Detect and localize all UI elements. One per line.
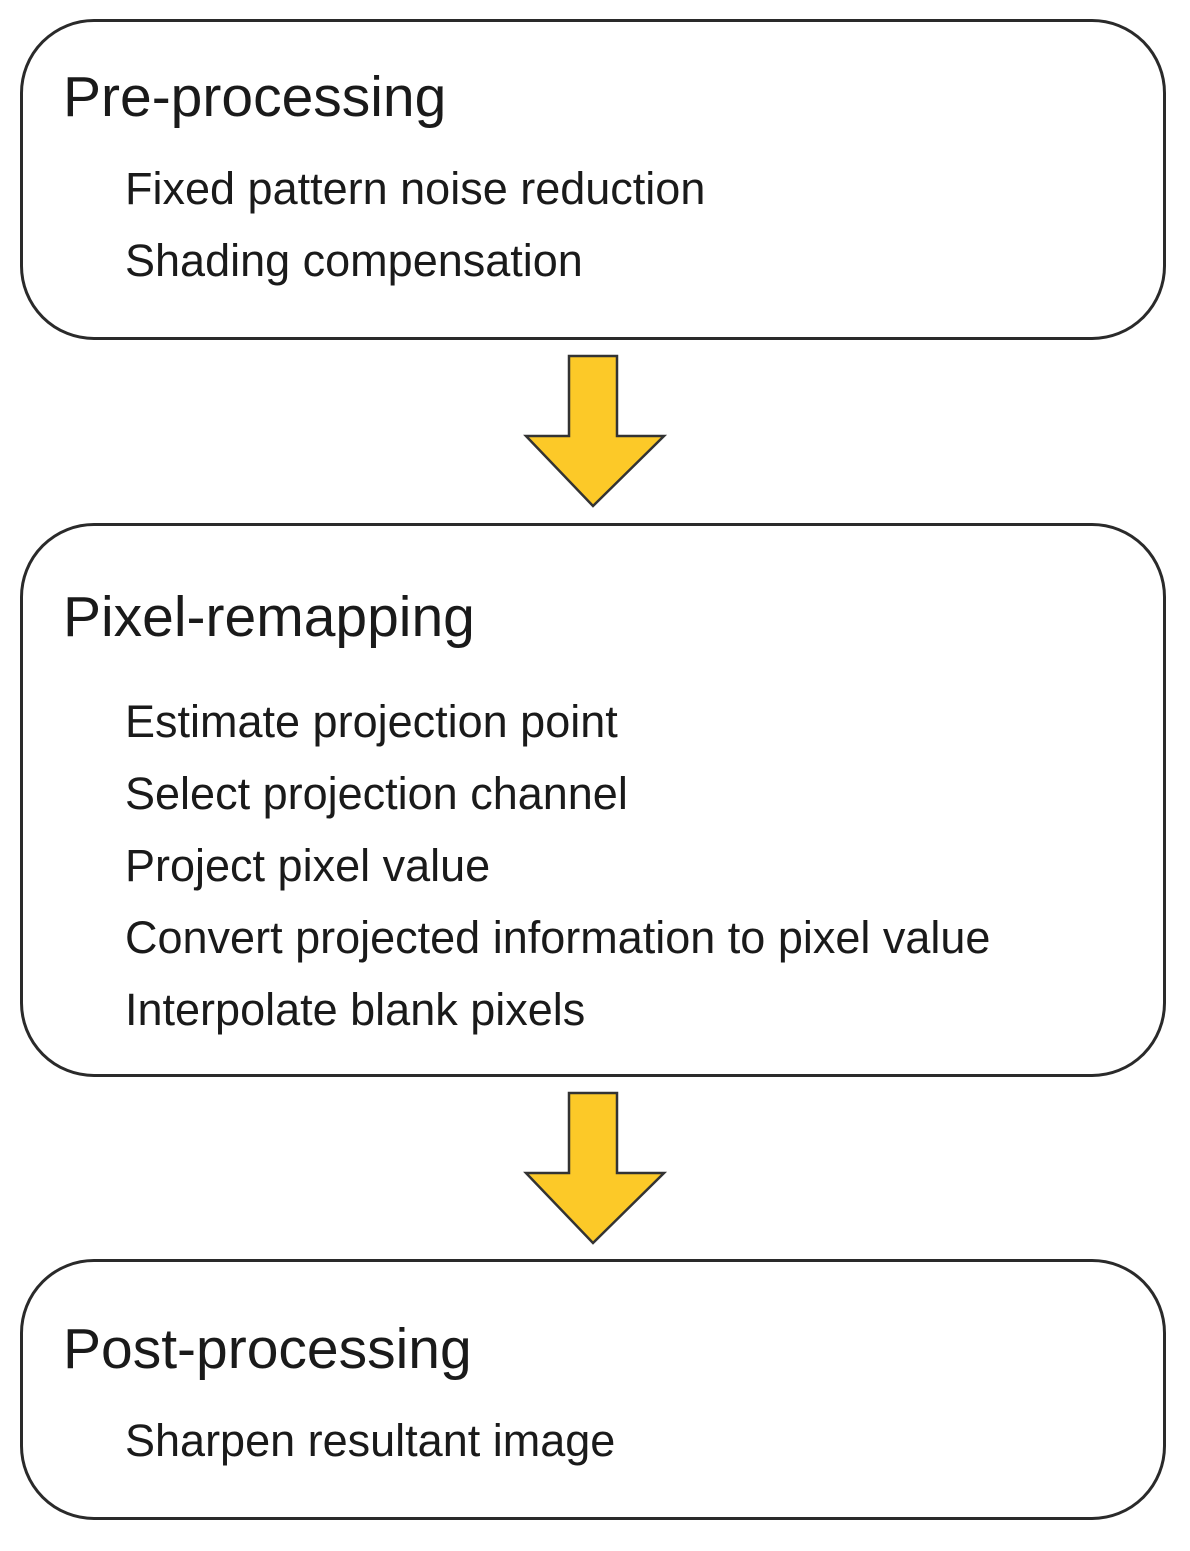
stage-title: Pixel-remapping xyxy=(63,585,475,649)
down-arrow-icon xyxy=(523,354,668,508)
step-item: Convert projected information to pixel v… xyxy=(125,912,991,963)
stage-title: Pre-processing xyxy=(63,65,447,129)
step-item: Shading compensation xyxy=(125,235,583,286)
step-item: Sharpen resultant image xyxy=(125,1415,616,1466)
step-item: Select projection channel xyxy=(125,768,628,819)
stage-box-pre-processing: Pre-processing Fixed pattern noise reduc… xyxy=(20,19,1166,340)
arrow-shape xyxy=(523,1091,668,1245)
step-item: Fixed pattern noise reduction xyxy=(125,163,706,214)
step-item: Interpolate blank pixels xyxy=(125,984,586,1035)
stage-box-pixel-remapping: Pixel-remapping Estimate projection poin… xyxy=(20,523,1166,1077)
down-arrow-icon xyxy=(523,1091,668,1245)
step-list: Sharpen resultant image xyxy=(125,1405,615,1477)
step-list: Estimate projection point Select project… xyxy=(125,686,990,1046)
step-list: Fixed pattern noise reduction Shading co… xyxy=(125,153,705,297)
stage-title: Post-processing xyxy=(63,1317,472,1381)
step-item: Project pixel value xyxy=(125,840,491,891)
arrow-shape xyxy=(523,354,668,508)
stage-box-post-processing: Post-processing Sharpen resultant image xyxy=(20,1259,1166,1520)
step-item: Estimate projection point xyxy=(125,696,618,747)
